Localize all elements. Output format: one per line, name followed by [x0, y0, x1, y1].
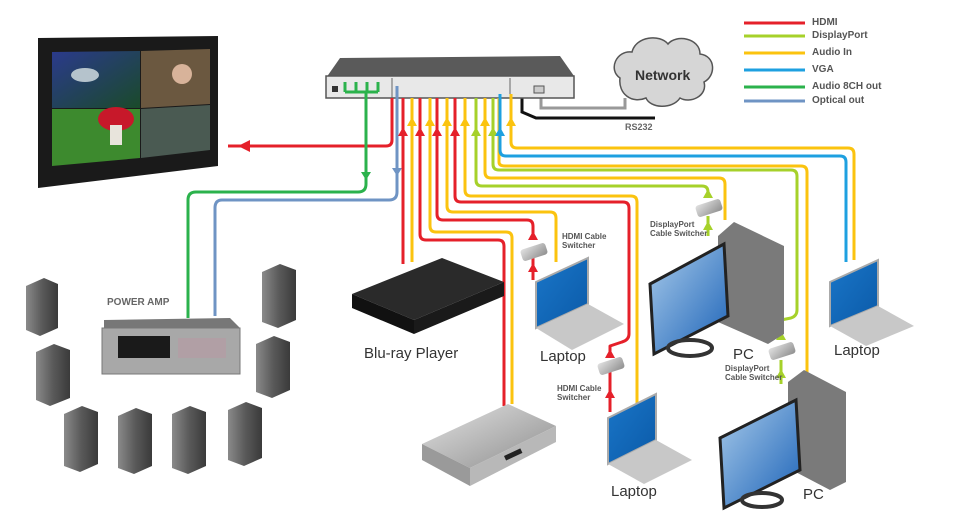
rs232-cable — [520, 92, 655, 120]
legend-label-vga: VGA — [812, 64, 834, 75]
pc1-displayport-cable — [474, 98, 710, 193]
laptop2-hdmi-cable — [453, 98, 631, 352]
power-amp-label: POWER AMP — [107, 297, 170, 308]
pc-2-label: PC — [803, 486, 824, 503]
dp-switcher-2 — [768, 342, 796, 360]
laptop-2 — [607, 392, 692, 484]
speakers — [26, 264, 296, 474]
pc1-audio-cable — [483, 98, 727, 220]
power-amp — [101, 318, 241, 375]
hdmi-out-cable — [228, 98, 394, 148]
laptop2-audio-cable — [463, 98, 639, 404]
cable-switchers — [520, 199, 796, 375]
audio-8ch-out-cable — [186, 82, 380, 318]
pc2-audio-cable — [497, 98, 809, 374]
laptop-2-label: Laptop — [611, 483, 657, 500]
laptop3-vga-cable — [498, 94, 848, 262]
laptop1-hdmi-cable — [435, 98, 535, 234]
speaker-2 — [36, 344, 70, 406]
speaker-1 — [26, 278, 58, 336]
speaker-7 — [262, 264, 296, 328]
settop-audio-cable — [428, 98, 514, 404]
legend-label-audio-in: Audio In — [812, 47, 852, 58]
pc-1-label: PC — [733, 346, 754, 363]
bluray-player — [352, 258, 504, 334]
arrow-to-tv-icon — [238, 140, 250, 152]
hdmi-switcher-1-label: HDMI Cable Switcher — [562, 232, 607, 250]
laptop-1 — [535, 256, 624, 350]
settop-hdmi-cable — [418, 98, 506, 406]
laptop-3-label: Laptop — [834, 342, 880, 359]
pc2-displayport-cable — [491, 98, 799, 336]
display-monitor — [38, 36, 218, 188]
bluray-label: Blu-ray Player — [364, 345, 459, 362]
set-top-box — [422, 404, 556, 486]
hdmi-switcher-1 — [520, 243, 548, 261]
legend-label-hdmi: HDMI — [812, 17, 838, 28]
multiviewer-switcher — [325, 56, 575, 99]
laptop-1-label: Laptop — [540, 348, 586, 365]
network-label: Network — [635, 67, 691, 83]
laptop3-audio-cable — [509, 94, 856, 260]
speaker-3 — [64, 406, 98, 472]
hdmi-switcher-2-label: HDMI Cable Switcher — [557, 384, 602, 402]
network-cable — [539, 92, 627, 110]
dp-switcher-1-label: DisplayPort Cable Switcher — [650, 220, 708, 238]
laptop-3 — [829, 258, 914, 346]
legend-label-optical-out: Optical out — [812, 95, 865, 106]
speaker-4 — [118, 408, 152, 474]
cables — [186, 82, 856, 412]
rs232-label: RS232 — [625, 122, 653, 132]
speaker-6 — [228, 402, 262, 466]
pc-1 — [648, 222, 784, 358]
dp-switcher-1 — [695, 199, 723, 217]
legend — [744, 21, 805, 103]
legend-label-displayport: DisplayPort — [812, 30, 868, 41]
network-cloud — [613, 37, 714, 107]
hdmi-switcher-2 — [597, 357, 625, 375]
speaker-5 — [172, 406, 206, 474]
laptop1-audio-cable — [445, 98, 558, 262]
legend-label-audio-8ch-out: Audio 8CH out — [812, 81, 882, 92]
pc-2 — [718, 370, 846, 511]
dp-switcher-2-label: DisplayPort Cable Switcher — [725, 364, 783, 382]
speaker-8 — [256, 336, 290, 398]
optical-out-cable — [213, 86, 399, 316]
